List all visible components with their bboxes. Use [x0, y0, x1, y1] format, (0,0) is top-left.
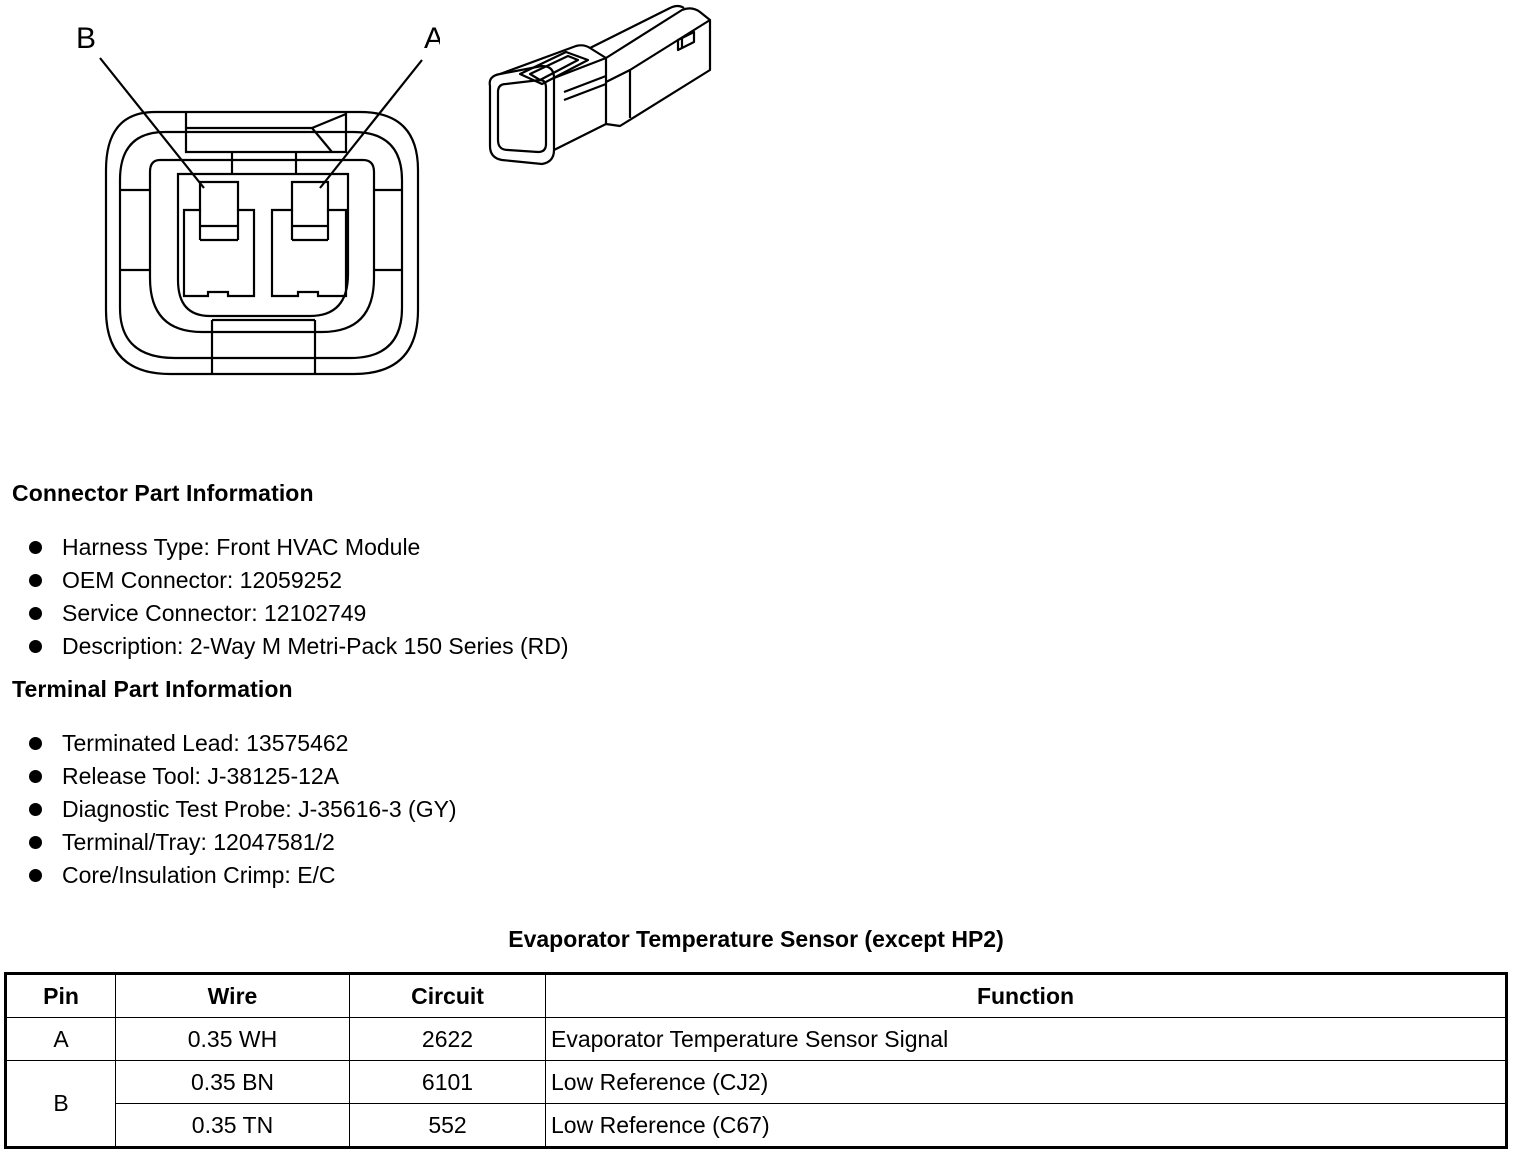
- header-function: Function: [545, 973, 1507, 1018]
- list-item: Terminated Lead: 13575462: [26, 727, 457, 760]
- list-item: Harness Type: Front HVAC Module: [26, 531, 569, 564]
- cell-circuit: 6101: [349, 1060, 546, 1104]
- cell-pin: B: [5, 1060, 116, 1148]
- cell-wire: 0.35 BN: [115, 1060, 350, 1104]
- pinout-table: Pin Wire Circuit Function A 0.35 WH 2622…: [4, 972, 1508, 1149]
- list-item: Release Tool: J-38125-12A: [26, 760, 457, 793]
- table-row: A 0.35 WH 2622 Evaporator Temperature Se…: [5, 1017, 1507, 1061]
- bullet-icon: [29, 836, 42, 849]
- bullet-icon: [29, 574, 42, 587]
- connector-info-title: Connector Part Information: [12, 480, 314, 506]
- bullet-icon: [29, 737, 42, 750]
- bullet-icon: [29, 803, 42, 816]
- cell-function: Low Reference (C67): [545, 1103, 1507, 1148]
- terminal-info-title: Terminal Part Information: [12, 676, 293, 702]
- cell-wire: 0.35 TN: [115, 1103, 350, 1148]
- bullet-icon: [29, 607, 42, 620]
- header-wire: Wire: [115, 973, 350, 1018]
- connector-face-diagram: B A: [76, 22, 440, 376]
- list-item: Core/Insulation Crimp: E/C: [26, 859, 457, 892]
- cell-function: Evaporator Temperature Sensor Signal: [545, 1017, 1507, 1061]
- list-item: OEM Connector: 12059252: [26, 564, 569, 597]
- header-pin: Pin: [5, 973, 116, 1018]
- list-item: Description: 2-Way M Metri-Pack 150 Seri…: [26, 630, 569, 663]
- pin-label-a: A: [424, 22, 440, 55]
- terminal-info-list: Terminated Lead: 13575462 Release Tool: …: [26, 727, 457, 892]
- table-caption: Evaporator Temperature Sensor (except HP…: [508, 926, 1004, 952]
- list-item: Diagnostic Test Probe: J-35616-3 (GY): [26, 793, 457, 826]
- table-row: 0.35 TN 552 Low Reference (C67): [6, 1103, 1507, 1148]
- table-row: B 0.35 BN 6101 Low Reference (CJ2): [5, 1060, 1507, 1148]
- connector-isometric-diagram: [488, 4, 712, 166]
- bullet-icon: [29, 869, 42, 882]
- pin-label-b: B: [76, 22, 96, 55]
- table-header-row: Pin Wire Circuit Function: [5, 973, 1507, 1018]
- cell-wire: 0.35 WH: [115, 1017, 350, 1061]
- cell-circuit: 552: [349, 1103, 546, 1148]
- cell-circuit: 2622: [349, 1017, 546, 1061]
- bullet-icon: [29, 770, 42, 783]
- list-item: Terminal/Tray: 12047581/2: [26, 826, 457, 859]
- cell-function: Low Reference (CJ2): [545, 1060, 1507, 1104]
- header-circuit: Circuit: [349, 973, 546, 1018]
- list-item: Service Connector: 12102749: [26, 597, 569, 630]
- bullet-icon: [29, 640, 42, 653]
- connector-info-list: Harness Type: Front HVAC Module OEM Conn…: [26, 531, 569, 663]
- bullet-icon: [29, 541, 42, 554]
- cell-pin: A: [5, 1017, 116, 1061]
